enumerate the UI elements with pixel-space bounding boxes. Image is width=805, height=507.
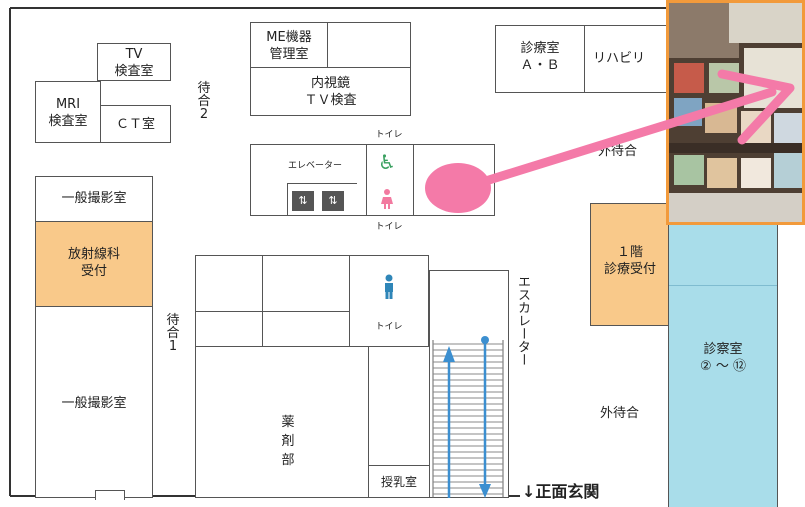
elevator-area: ⇅ ⇅ (287, 183, 357, 216)
male-toilet-icon (382, 274, 396, 300)
storage-room (327, 22, 411, 68)
photo-inset (666, 0, 805, 225)
photo-inset-image (669, 3, 802, 222)
elevator-label: エレベーター (287, 161, 342, 171)
waiting-1-label: 待 合 1 (166, 313, 180, 354)
escalator-area (429, 270, 509, 498)
exam-ab-label: 診療室 Ａ・Ｂ (520, 41, 560, 73)
nursing-room: 授乳室 (368, 465, 430, 498)
elevator-icon-2: ⇅ (322, 191, 344, 211)
bottom-left-stub (95, 490, 125, 500)
general-xray-bottom-label: 一般撮影室 (61, 396, 127, 411)
radiology-reception: 放射線科 受付 (35, 221, 153, 307)
ct-room: ＣＴ室 (100, 105, 171, 143)
endoscope-room-label: 内視鏡 ＴＶ検査 (304, 76, 357, 108)
center-room-a (195, 255, 263, 312)
elevator-icon-1: ⇅ (292, 191, 314, 211)
toilet-bottom-label: トイレ (375, 222, 403, 232)
general-xray-top: 一般撮影室 (35, 176, 153, 222)
exam-rooms: 診察室 ② 〜 ⑫ (668, 222, 778, 507)
mri-room: MRI 検査室 (35, 81, 101, 143)
general-xray-top-label: 一般撮影室 (61, 191, 127, 206)
me-room: ME機器 管理室 (250, 22, 328, 68)
toilet-mid-room: トイレ (349, 255, 429, 347)
mri-room-label: MRI 検査室 (48, 97, 88, 129)
outer-waiting-bottom-label: 外待合 (600, 406, 640, 421)
tv-room-label: TV 検査室 (114, 47, 154, 79)
rehab-room: リハビリ (584, 25, 668, 93)
nursing-room-label: 授乳室 (380, 475, 417, 489)
exam-rooms-label: 診察室 ② 〜 ⑫ (700, 342, 746, 374)
pharmacy-room: 薬 剤 部 (195, 346, 369, 498)
center-room-d (262, 311, 350, 347)
waiting-2-label: 待 合 2 (197, 81, 211, 122)
wheelchair-icon: ♿ (378, 150, 396, 174)
exam-ab-room: 診療室 Ａ・Ｂ (495, 25, 585, 93)
ct-room-label: ＣＴ室 (115, 117, 155, 132)
tv-room: TV 検査室 (97, 43, 171, 81)
endoscope-room: 内視鏡 ＴＶ検査 (250, 67, 411, 116)
toilet-mid-label: トイレ (375, 322, 403, 332)
main-entrance-label: ↓正面玄関 (522, 482, 600, 501)
pharmacy-label: 薬 剤 部 (281, 415, 295, 468)
female-toilet-icon (380, 188, 394, 210)
me-room-label: ME機器 管理室 (266, 30, 312, 62)
center-room-c (195, 311, 263, 347)
rehab-label: リハビリ (593, 51, 646, 66)
general-xray-bottom: 一般撮影室 (35, 306, 153, 498)
exam-rooms-divider (669, 285, 777, 286)
mid-corridor-room (368, 346, 430, 466)
first-floor-reception-label: １階 診療受付 (603, 245, 656, 277)
toilet-top-text: トイレ (375, 130, 403, 140)
escalator-label: エスカレーター (515, 275, 530, 366)
radiology-reception-label: 放射線科 受付 (67, 247, 120, 279)
